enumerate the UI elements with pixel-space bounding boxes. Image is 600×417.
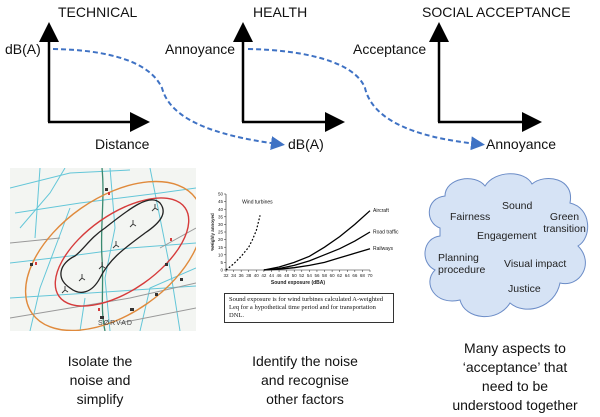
chart-x-axis-label: Sound exposure (dBA) bbox=[271, 280, 326, 286]
cloud-word-justice: Justice bbox=[508, 283, 541, 295]
top-diagram bbox=[39, 22, 542, 151]
chart-series-railways bbox=[263, 248, 371, 271]
chart-series-label: Road traffic bbox=[373, 230, 399, 236]
social-caption-line: need to be bbox=[481, 378, 549, 394]
chart-x-tick-label: 70 bbox=[367, 273, 373, 278]
chart-series-label: Wind turbines bbox=[242, 199, 273, 205]
chart-x-tick-label: 56 bbox=[314, 273, 320, 278]
noise-contour-map: SØRVAD bbox=[10, 168, 196, 331]
chart-x-tick-label: 38 bbox=[246, 273, 252, 278]
chart-series-label: Railways bbox=[373, 246, 394, 252]
acceptance-cloud: Sound Fairness Green transition Engageme… bbox=[420, 168, 595, 328]
health-caption-line: and recognise bbox=[261, 372, 349, 388]
chart-y-axis-label: %Highly annoyed bbox=[210, 213, 215, 251]
technical-caption-line: simplify bbox=[76, 391, 124, 407]
chart-x-tick-label: 68 bbox=[360, 273, 366, 278]
health-x-label: dB(A) bbox=[288, 136, 324, 152]
chart-series-aircraft bbox=[263, 210, 371, 271]
social-caption: Many aspects to ‘acceptance’ that need t… bbox=[435, 339, 595, 415]
chart-x-tick-label: 46 bbox=[277, 273, 283, 278]
chart-x-tick-label: 34 bbox=[231, 273, 237, 278]
chart-y-tick-label: 45 bbox=[218, 199, 224, 204]
chart-series-wind-turbines bbox=[225, 215, 261, 271]
chart-y-tick-label: 40 bbox=[218, 207, 224, 212]
chart-x-tick-label: 42 bbox=[261, 273, 267, 278]
chart-x-tick-label: 50 bbox=[292, 273, 298, 278]
chart-x-tick-label: 40 bbox=[254, 273, 260, 278]
health-caption-line: Identify the noise bbox=[252, 353, 358, 369]
cloud-word-planning-procedure: Planning procedure bbox=[438, 252, 486, 276]
chart-y-tick-label: 15 bbox=[218, 245, 224, 250]
social-caption-line: ‘acceptance’ that bbox=[462, 359, 568, 375]
cloud-word-fairness: Fairness bbox=[450, 211, 491, 223]
chart-y-tick-label: 50 bbox=[218, 192, 224, 197]
health-to-social-curve bbox=[247, 48, 485, 151]
social-caption-line: understood together bbox=[452, 397, 578, 413]
chart-x-tick-label: 48 bbox=[284, 273, 290, 278]
chart-x-tick-label: 66 bbox=[352, 273, 358, 278]
technical-caption-line: Isolate the bbox=[67, 353, 133, 369]
map-place-label: SØRVAD bbox=[98, 320, 133, 327]
chart-x-tick-label: 52 bbox=[299, 273, 305, 278]
chart-y-tick-label: 20 bbox=[218, 237, 224, 242]
health-y-label: Annoyance bbox=[165, 41, 236, 57]
cloud-word-visual-impact: Visual impact bbox=[504, 258, 567, 270]
technical-y-label: dB(A) bbox=[5, 41, 41, 57]
chart-x-tick-label: 58 bbox=[322, 273, 328, 278]
cloud-shape bbox=[424, 173, 589, 318]
technical-title: TECHNICAL bbox=[58, 4, 138, 20]
social-axes bbox=[429, 22, 542, 132]
chart-x-tick-label: 36 bbox=[239, 273, 245, 278]
chart-y-tick-label: 30 bbox=[218, 222, 224, 227]
social-x-label: Annoyance bbox=[486, 136, 557, 152]
chart-x-tick-label: 60 bbox=[330, 273, 336, 278]
chart-x-tick-label: 64 bbox=[345, 273, 351, 278]
social-title: SOCIAL ACCEPTANCE bbox=[422, 4, 571, 20]
cloud-word-engagement: Engagement bbox=[477, 230, 537, 242]
social-caption-line: Many aspects to bbox=[464, 340, 566, 356]
chart-x-tick-label: 54 bbox=[307, 273, 313, 278]
technical-caption: Isolate the noise and simplify bbox=[40, 352, 160, 409]
technical-to-health-curve bbox=[52, 48, 285, 151]
chart-y-tick-label: 10 bbox=[218, 252, 224, 257]
technical-caption-line: noise and bbox=[69, 372, 131, 388]
health-caption-line: other factors bbox=[266, 391, 344, 407]
chart-y-tick-label: 35 bbox=[218, 214, 224, 219]
chart-x-tick-label: 62 bbox=[337, 273, 343, 278]
chart-y-tick-label: 0 bbox=[220, 268, 223, 273]
chart-series-road-traffic bbox=[263, 231, 371, 271]
social-y-label: Acceptance bbox=[353, 41, 427, 57]
chart-x-tick-label: 32 bbox=[223, 273, 229, 278]
health-title: HEALTH bbox=[253, 4, 308, 20]
chart-series-label: Aircraft bbox=[373, 208, 389, 214]
cloud-word-sound: Sound bbox=[502, 200, 533, 212]
chart-y-tick-label: 25 bbox=[218, 230, 224, 235]
technical-axes bbox=[39, 22, 150, 132]
chart-y-tick-label: 5 bbox=[220, 260, 223, 265]
cloud-word-green-transition: Green transition bbox=[543, 211, 586, 235]
chart-note: Sound exposure is for wind turbines calc… bbox=[224, 293, 394, 323]
health-caption: Identify the noise and recognise other f… bbox=[230, 352, 380, 409]
health-axes bbox=[233, 22, 345, 132]
chart-x-tick-label: 44 bbox=[269, 273, 275, 278]
technical-x-label: Distance bbox=[95, 136, 150, 152]
